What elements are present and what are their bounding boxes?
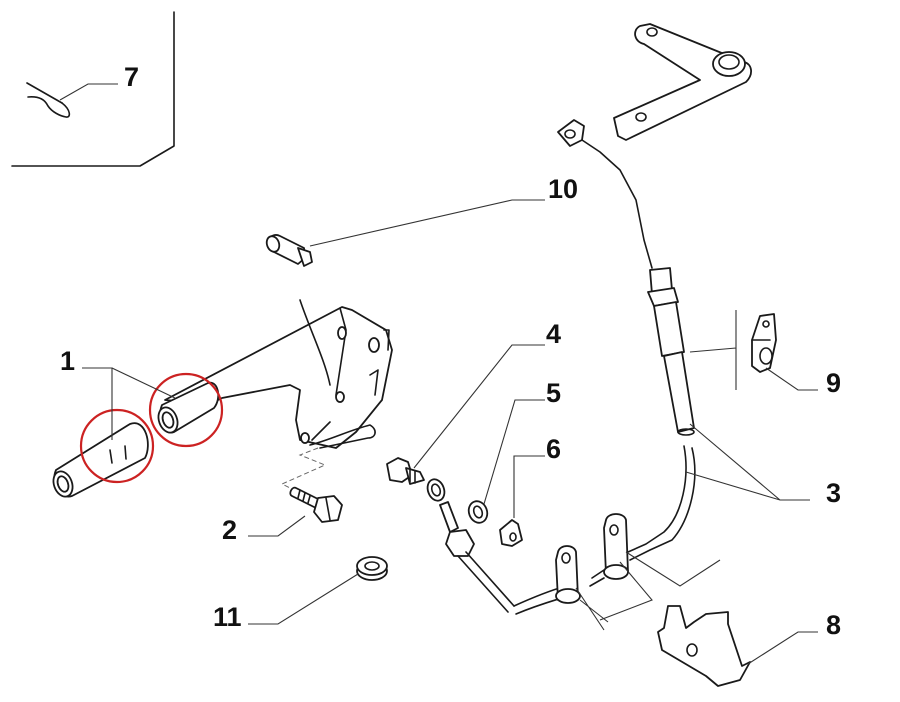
callout-6: 6 (546, 434, 561, 464)
highlight-circle-grip (79, 408, 155, 484)
callout-1: 1 (60, 346, 75, 376)
part-7-clip[interactable] (26, 82, 71, 118)
part-3-cable-lower[interactable] (439, 445, 696, 615)
callout-11: 11 (213, 602, 242, 632)
part-2-bolt[interactable] (289, 486, 343, 523)
part-4-bolt[interactable] (386, 457, 425, 485)
washer (426, 478, 446, 502)
part-9-bracket[interactable] (751, 313, 777, 373)
part-1-grip[interactable] (50, 422, 149, 499)
part-6-clip[interactable] (499, 519, 523, 547)
callout-3: 3 (826, 478, 841, 508)
upper-lever-arm (613, 23, 752, 141)
callout-10: 10 (548, 174, 578, 204)
part-10-pin[interactable] (265, 234, 313, 267)
part-3-cable-upper[interactable] (557, 119, 695, 436)
inset-frame (11, 11, 175, 167)
callout-7: 7 (124, 62, 139, 92)
callout-8: 8 (826, 610, 841, 640)
part-8-plate[interactable] (657, 605, 751, 687)
part-1-grip-sleeve[interactable] (155, 381, 220, 436)
callout-4: 4 (546, 319, 561, 349)
highlight-circle-lever-end (148, 372, 224, 448)
cable-bracket-1 (555, 545, 581, 604)
callout-5: 5 (546, 378, 561, 408)
part-1-lever[interactable] (164, 299, 393, 449)
cable-bracket-2 (603, 513, 629, 580)
callout-2: 2 (222, 515, 237, 545)
part-5-washer[interactable] (466, 499, 490, 526)
callout-9: 9 (826, 368, 841, 398)
part-11-grommet[interactable] (356, 556, 388, 581)
